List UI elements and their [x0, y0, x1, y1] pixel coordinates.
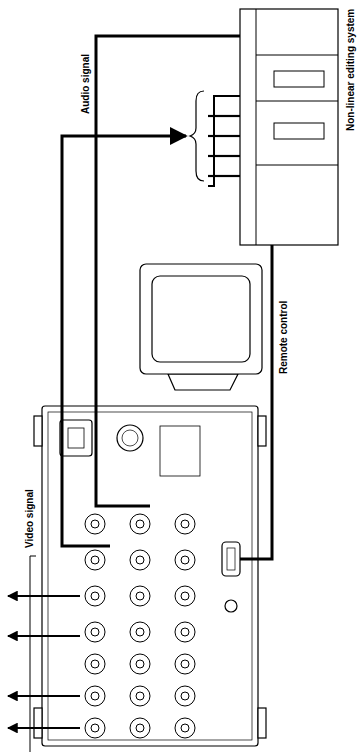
bnc-pin — [181, 520, 189, 528]
bnc-pin — [181, 628, 189, 636]
remote-cable — [240, 245, 272, 559]
bnc-pin — [136, 724, 144, 732]
bnc-pin — [136, 520, 144, 528]
bnc-jack — [175, 718, 195, 738]
bnc-pin — [91, 628, 99, 636]
signal-label: Video signal — [24, 487, 36, 550]
video-bracket — [30, 556, 36, 752]
video-signal-cables — [8, 596, 80, 728]
bnc-jack — [130, 718, 150, 738]
bnc-jack — [175, 550, 195, 570]
bnc-pin — [136, 556, 144, 564]
bnc-jack — [85, 550, 105, 570]
bnc-pin — [91, 592, 99, 600]
bnc-jack — [85, 686, 105, 706]
bnc-jack — [175, 514, 195, 534]
bnc-pin — [91, 724, 99, 732]
brace — [190, 91, 204, 181]
bnc-pin — [91, 556, 99, 564]
bnc-connectors — [85, 514, 195, 738]
video-cable — [62, 136, 186, 546]
vtr-deck — [34, 406, 266, 746]
bnc-jack — [85, 514, 105, 534]
bnc-jack — [175, 586, 195, 606]
bnc-jack — [130, 514, 150, 534]
bnc-jack — [130, 622, 150, 642]
bnc-jack — [85, 654, 105, 674]
bnc-pin — [136, 660, 144, 668]
computer-cables — [208, 96, 240, 186]
bnc-jack — [130, 586, 150, 606]
bnc-pin — [136, 692, 144, 700]
bnc-jack — [175, 654, 195, 674]
bnc-pin — [181, 592, 189, 600]
signal-label: Remote control — [278, 299, 290, 376]
bnc-jack — [175, 622, 195, 642]
bnc-jack — [85, 718, 105, 738]
computer-node: Non-linear editing system — [234, 3, 357, 251]
bnc-pin — [91, 660, 99, 668]
bnc-jack — [130, 686, 150, 706]
system-label: Non-linear editing system — [345, 7, 357, 133]
computer-drawing — [234, 3, 344, 251]
bnc-pin — [181, 724, 189, 732]
monitor — [140, 264, 262, 390]
bnc-jack — [85, 586, 105, 606]
bnc-pin — [136, 592, 144, 600]
bnc-pin — [91, 520, 99, 528]
bnc-pin — [181, 660, 189, 668]
bnc-jack — [85, 622, 105, 642]
bnc-pin — [91, 692, 99, 700]
bnc-pin — [181, 556, 189, 564]
audio-cable — [96, 36, 240, 506]
bnc-jack — [175, 686, 195, 706]
bnc-jack — [130, 654, 150, 674]
signal-label: Audio signal — [80, 52, 92, 116]
bnc-pin — [136, 628, 144, 636]
bnc-jack — [130, 550, 150, 570]
bnc-pin — [181, 692, 189, 700]
